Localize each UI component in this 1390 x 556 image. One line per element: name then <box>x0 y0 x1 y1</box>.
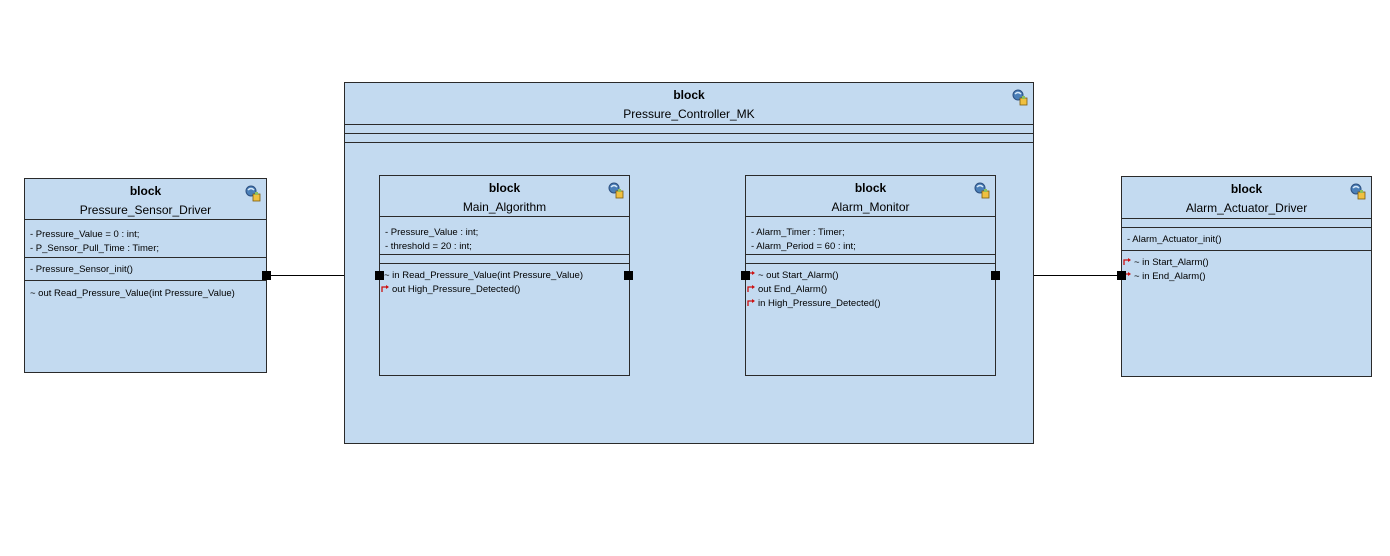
port-row[interactable]: ~ in End_Alarm() <box>1122 270 1371 284</box>
port-row[interactable]: ~ out Read_Pressure_Value(int Pressure_V… <box>30 288 235 299</box>
port-label: in High_Pressure_Detected() <box>758 298 881 309</box>
port-arrow-icon <box>747 285 755 292</box>
block-icon <box>1012 89 1029 106</box>
block-stereotype: block <box>1230 182 1263 196</box>
block-stereotype: block <box>129 184 162 198</box>
block-stereotype: block <box>673 88 705 102</box>
block-name: Pressure_Sensor_Driver <box>79 203 212 217</box>
port-label: ~ out Start_Alarm() <box>758 270 839 281</box>
block-icon <box>245 185 262 202</box>
block-alarm-monitor[interactable]: block Alarm_Monitor - Alarm_Timer : Time… <box>745 175 996 376</box>
port-row[interactable]: ~ in Start_Alarm() <box>1122 256 1371 270</box>
attribute-row[interactable]: - Pressure_Value : int; <box>385 227 479 238</box>
port-label: out High_Pressure_Detected() <box>392 284 521 295</box>
port-row[interactable]: out High_Pressure_Detected() <box>380 283 629 297</box>
connector-monitor-actuator[interactable] <box>995 275 1121 276</box>
block-name: Alarm_Monitor <box>831 200 910 214</box>
port-monitor-out[interactable] <box>991 271 1000 280</box>
block-name: Alarm_Actuator_Driver <box>1185 201 1308 215</box>
block-stereotype: block <box>854 181 887 195</box>
port-actuator-in[interactable] <box>1117 271 1126 280</box>
attribute-row[interactable]: - Pressure_Value = 0 : int; <box>30 229 140 240</box>
port-row[interactable]: in High_Pressure_Detected() <box>746 297 995 311</box>
attribute-row[interactable]: - Alarm_Period = 60 : int; <box>751 241 856 252</box>
port-row[interactable]: ~ out Start_Alarm() <box>746 269 995 283</box>
block-icon <box>1350 183 1367 200</box>
port-label: ~ in Start_Alarm() <box>1134 257 1209 268</box>
block-stereotype: block <box>488 181 521 195</box>
operation-row[interactable]: - Alarm_Actuator_init() <box>1127 234 1222 245</box>
block-alarm-actuator-driver[interactable]: block Alarm_Actuator_Driver - Alarm_Actu… <box>1121 176 1372 377</box>
attribute-row[interactable]: - Alarm_Timer : Timer; <box>751 227 845 238</box>
operation-row[interactable]: - Pressure_Sensor_init() <box>30 264 133 275</box>
connector-sensor-algorithm[interactable] <box>266 275 379 276</box>
port-monitor-in[interactable] <box>741 271 750 280</box>
attribute-row[interactable]: - threshold = 20 : int; <box>385 241 472 252</box>
port-sensor-out[interactable] <box>262 271 271 280</box>
port-label: out End_Alarm() <box>758 284 828 295</box>
port-algorithm-out[interactable] <box>624 271 633 280</box>
port-row[interactable]: out End_Alarm() <box>746 283 995 297</box>
block-icon <box>608 182 625 199</box>
port-arrow-icon <box>1123 258 1131 265</box>
port-label: ~ in Read_Pressure_Value(int Pressure_Va… <box>384 270 583 281</box>
port-algorithm-in[interactable] <box>375 271 384 280</box>
block-name: Pressure_Controller_MK <box>623 107 755 121</box>
port-row[interactable]: ~ in Read_Pressure_Value(int Pressure_Va… <box>380 269 629 283</box>
block-icon <box>974 182 991 199</box>
block-pressure-sensor-driver[interactable]: block Pressure_Sensor_Driver - Pressure_… <box>24 178 267 373</box>
port-arrow-icon <box>381 285 389 292</box>
port-arrow-icon <box>747 299 755 306</box>
port-label: ~ in End_Alarm() <box>1134 271 1206 282</box>
block-main-algorithm[interactable]: block Main_Algorithm - Pressure_Value : … <box>379 175 630 376</box>
attribute-row[interactable]: - P_Sensor_Pull_Time : Timer; <box>30 243 159 254</box>
block-name: Main_Algorithm <box>462 200 547 214</box>
